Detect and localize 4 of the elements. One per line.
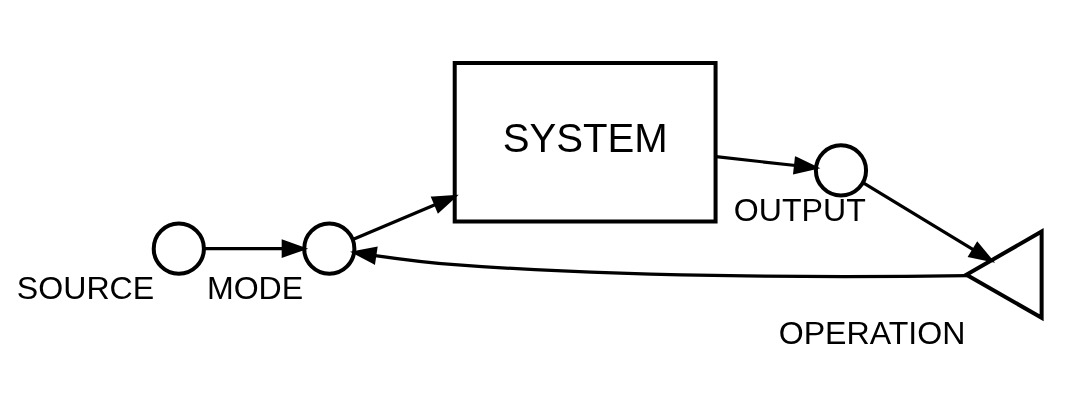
- node-label: MODE: [206, 270, 304, 307]
- node-label: OUTPUT: [733, 192, 866, 229]
- node-label: SOURCE: [16, 270, 155, 307]
- node-label: OPERATION: [778, 314, 966, 351]
